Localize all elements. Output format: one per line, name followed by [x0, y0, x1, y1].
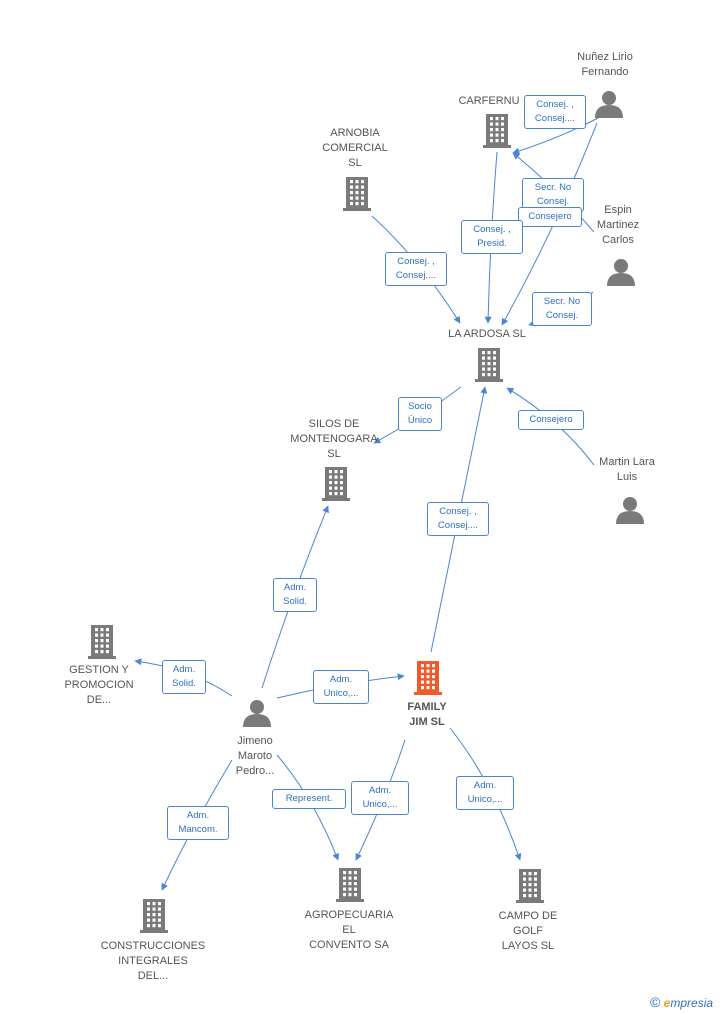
edge-label-family-to-agro[interactable]: Adm. Unico,...: [351, 781, 409, 815]
building-icon-family[interactable]: [414, 661, 442, 695]
edge-label-jimeno-to-agro[interactable]: Represent.: [272, 789, 346, 809]
node-label-ardosa[interactable]: LA ARDOSA SL: [448, 328, 526, 340]
empresia-logo: © empresia: [650, 994, 714, 1010]
building-icon-campo[interactable]: [516, 869, 544, 903]
edge-label-jimeno-to-gestion[interactable]: Adm. Solid.: [162, 660, 206, 694]
building-icon-arnobia[interactable]: [343, 177, 371, 211]
edge-nunez-to-carfernu: [512, 117, 599, 155]
edge-label-arnobia-to-ardosa[interactable]: Consej. , Consej....: [385, 252, 447, 286]
building-icon-agro[interactable]: [336, 868, 364, 902]
building-icon-ardosa[interactable]: [475, 348, 503, 382]
node-label-martin[interactable]: Martin Lara Luis: [599, 456, 655, 483]
edge-label-nunez-to-ardosa[interactable]: Consejero: [518, 207, 582, 227]
node-label-constr[interactable]: CONSTRUCCIONES INTEGRALES DEL...: [100, 940, 206, 982]
building-icon-constr[interactable]: [140, 899, 168, 933]
node-label-silos[interactable]: SILOS DE MONTENOGARA SL: [290, 418, 378, 460]
node-label-espin[interactable]: Espin Martinez Carlos: [596, 204, 640, 246]
edge-label-family-to-ardosa[interactable]: Consej. , Consej....: [427, 502, 489, 536]
edge-label-family-to-campo[interactable]: Adm. Unico,...: [456, 776, 514, 810]
node-label-jimeno[interactable]: Jimeno Maroto Pedro...: [235, 735, 275, 777]
edge-label-nunez-to-carfernu[interactable]: Consej. , Consej....: [524, 95, 586, 129]
person-icon-nunez[interactable]: [595, 91, 623, 118]
building-icon-carfernu[interactable]: [483, 114, 511, 148]
edge-label-espin-to-ardosa[interactable]: Secr. No Consej.: [532, 292, 592, 326]
node-label-nunez[interactable]: Nuñez Lirio Fernando: [577, 51, 633, 78]
person-icon-martin[interactable]: [616, 497, 644, 524]
node-label-family[interactable]: FAMILY JIM SL: [407, 701, 447, 728]
node-label-gestion[interactable]: GESTION Y PROMOCION DE...: [64, 664, 134, 706]
edge-label-jimeno-to-family[interactable]: Adm. Unico,...: [313, 670, 369, 704]
node-label-arnobia[interactable]: ARNOBIA COMERCIAL SL: [322, 127, 388, 169]
edge-label-carfernu-to-ardosa[interactable]: Consej. , Presid.: [461, 220, 523, 254]
edge-label-ardosa-to-silos[interactable]: Socio Único: [398, 397, 442, 431]
edge-label-jimeno-to-silos[interactable]: Adm. Solid.: [273, 578, 317, 612]
building-icon-silos[interactable]: [322, 467, 350, 501]
edge-label-martin-to-ardosa[interactable]: Consejero: [518, 410, 584, 430]
person-icon-espin[interactable]: [607, 259, 635, 286]
node-label-carfernu[interactable]: CARFERNU: [458, 95, 520, 107]
edge-label-jimeno-to-constr[interactable]: Adm. Mancom.: [167, 806, 229, 840]
node-label-campo[interactable]: CAMPO DE GOLF LAYOS SL: [498, 910, 558, 952]
building-icon-gestion[interactable]: [88, 625, 116, 659]
node-label-agro[interactable]: AGROPECUARIA EL CONVENTO SA: [304, 909, 394, 951]
person-icon-jimeno[interactable]: [243, 700, 271, 727]
